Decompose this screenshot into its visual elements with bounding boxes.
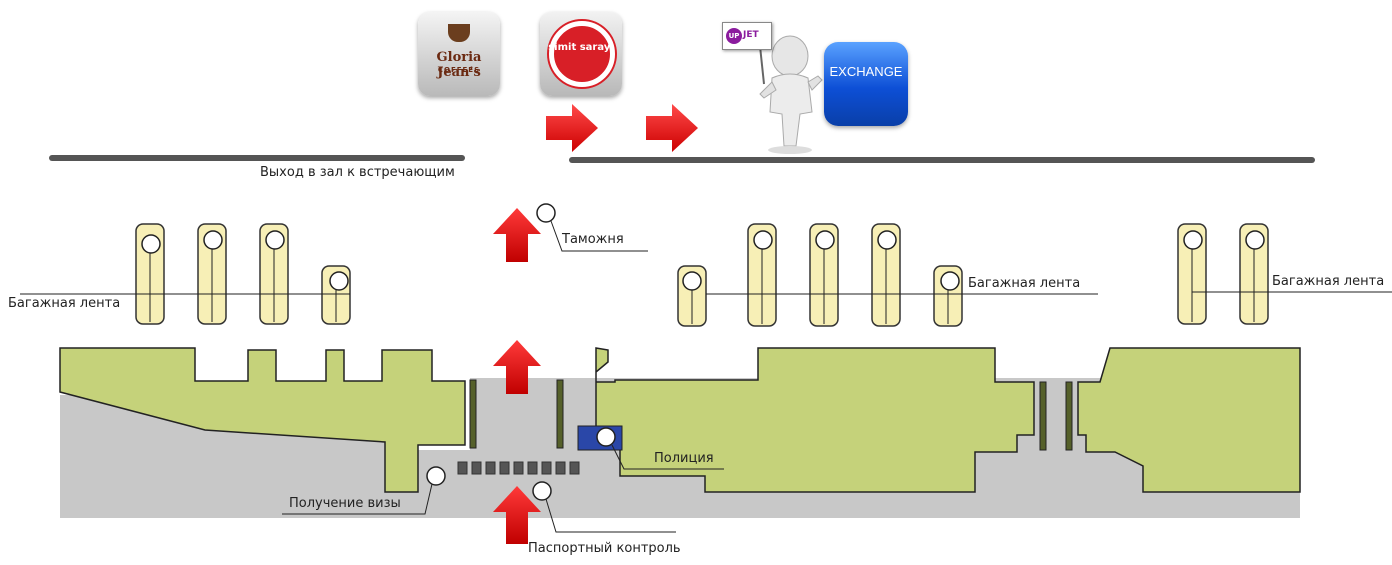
arrow-up-icon bbox=[493, 208, 541, 544]
gloria-logo-text: Gloria Jean's bbox=[436, 50, 482, 80]
arrow-right-icon bbox=[546, 104, 698, 152]
simit-ring bbox=[549, 21, 615, 87]
gate-right-1 bbox=[1039, 381, 1047, 451]
baggage-belt-stems bbox=[149, 244, 1255, 324]
upjet-sign: UP JET bbox=[722, 22, 772, 50]
visa-label: Получение визы bbox=[289, 496, 401, 511]
passport-control-label: Паспортный контроль bbox=[528, 541, 681, 556]
simit-sarayi-logo: simit sarayı bbox=[540, 12, 622, 96]
exchange-label: EXCHANGE bbox=[829, 64, 903, 79]
exit-hall-label: Выход в зал к встречающим bbox=[260, 165, 455, 180]
baggage-belt-left-label: Багажная лента bbox=[8, 296, 121, 311]
baggage-belt-mid-label: Багажная лента bbox=[968, 276, 1081, 291]
gloria-logo-subtext: COFFEES bbox=[437, 66, 481, 74]
gloria-jeans-logo: Gloria Jean's COFFEES bbox=[418, 12, 500, 96]
simit-logo-text: simit sarayı bbox=[548, 42, 614, 53]
police-label: Полиция bbox=[654, 451, 714, 466]
info-leader-lines bbox=[282, 220, 724, 533]
exchange-button-tile: EXCHANGE bbox=[824, 42, 908, 126]
upjet-badge: UP bbox=[726, 28, 742, 44]
upjet-text: JET bbox=[743, 30, 759, 40]
customs-label: Таможня bbox=[562, 232, 624, 247]
baggage-belt-right-label: Багажная лента bbox=[1272, 274, 1385, 289]
floor-green-mid bbox=[595, 347, 1035, 493]
gate-right-2 bbox=[1065, 381, 1073, 451]
baggage-belts bbox=[135, 223, 1269, 327]
gate-left-1 bbox=[469, 379, 477, 449]
coffee-cup-icon bbox=[448, 24, 470, 42]
floor-green-right bbox=[1077, 347, 1301, 493]
belt-marker-circles bbox=[141, 230, 1265, 291]
gate-left-2 bbox=[556, 379, 564, 449]
belt-leader-lines bbox=[20, 291, 1392, 295]
floor-green-left bbox=[59, 347, 466, 493]
passport-booths bbox=[457, 461, 580, 475]
info-markers bbox=[426, 203, 616, 501]
person-with-sign-icon bbox=[759, 35, 823, 154]
